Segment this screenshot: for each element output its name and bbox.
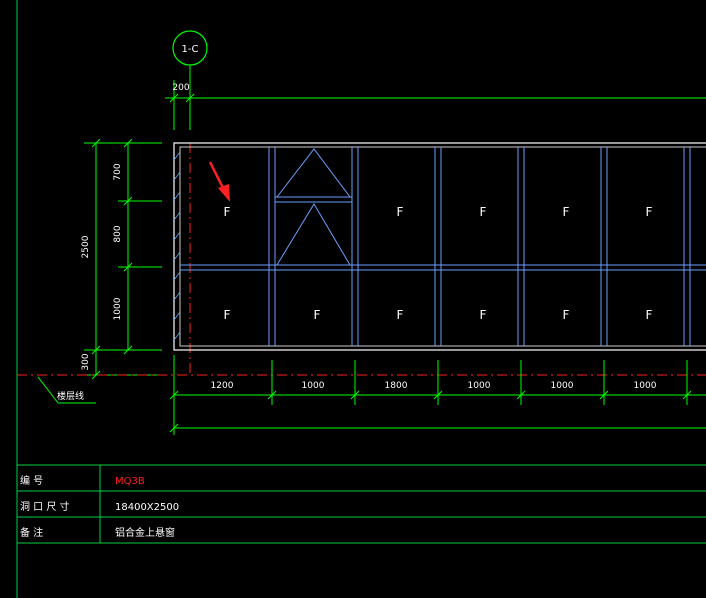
top-offset-dimension: 200: [172, 83, 189, 93]
panel-label: F: [646, 308, 653, 322]
panel-label: F: [646, 205, 653, 219]
horizontal-dim-1: 1200: [211, 381, 234, 391]
panel-label: F: [563, 205, 570, 219]
grid-axis-label: 1-C: [182, 44, 199, 55]
mullions: [268, 147, 691, 346]
vertical-total-dimension: 2500: [81, 235, 91, 258]
horizontal-dim-4: 1000: [468, 381, 491, 391]
info-row-label-0: 编 号: [20, 474, 43, 487]
floor-line-leader: [37, 376, 96, 404]
info-row-label-2: 备 注: [20, 526, 43, 539]
panel-label: F: [397, 205, 404, 219]
top-dimension: [165, 80, 706, 130]
info-row-value-1: 18400X2500: [115, 502, 179, 513]
window-outer-frame: [173, 142, 706, 351]
horizontal-dim-2: 1000: [302, 381, 325, 391]
horizontal-dim-5: 1000: [551, 381, 574, 391]
horizontal-dim-3: 1800: [385, 381, 408, 391]
left-dimensions: [84, 138, 162, 380]
panel-label: F: [480, 205, 487, 219]
panel-label: F: [224, 205, 231, 219]
vertical-dim-3: 1000: [113, 297, 123, 320]
pointer-arrow-icon: [208, 161, 230, 202]
window-inner-frame: [179, 146, 706, 347]
bottom-dimensions: [169, 355, 706, 435]
sill-dimension: 300: [81, 353, 91, 370]
info-row-value-2: 铝合金上悬窗: [115, 526, 175, 539]
floor-line-label: 楼层线: [57, 390, 84, 402]
info-row-value-0: MQ3B: [115, 476, 145, 487]
horizontal-dimension-labels: 1200 1000 1800 1000 1000 1000: [211, 381, 657, 391]
horizontal-dim-6: 1000: [634, 381, 657, 391]
left-jamb-hatch: [173, 151, 181, 341]
vertical-dim-2: 800: [113, 225, 123, 242]
panel-label: F: [224, 308, 231, 322]
info-table: 编 号 MQ3B 洞 口 尺 寸 18400X2500 备 注 铝合金上悬窗: [20, 474, 179, 539]
info-row-label-1: 洞 口 尺 寸: [20, 500, 70, 513]
panel-label: F: [480, 308, 487, 322]
panel-label: F: [314, 308, 321, 322]
window-elevation[interactable]: F F F F F F F F F F F: [173, 142, 706, 351]
panel-label: F: [397, 308, 404, 322]
panel-label: F: [563, 308, 570, 322]
drawing-border: [16, 0, 706, 598]
opening-sash-symbols: [275, 148, 352, 266]
panel-labels: F F F F F F F F F F F: [224, 205, 653, 322]
vertical-dim-1: 700: [113, 163, 123, 180]
